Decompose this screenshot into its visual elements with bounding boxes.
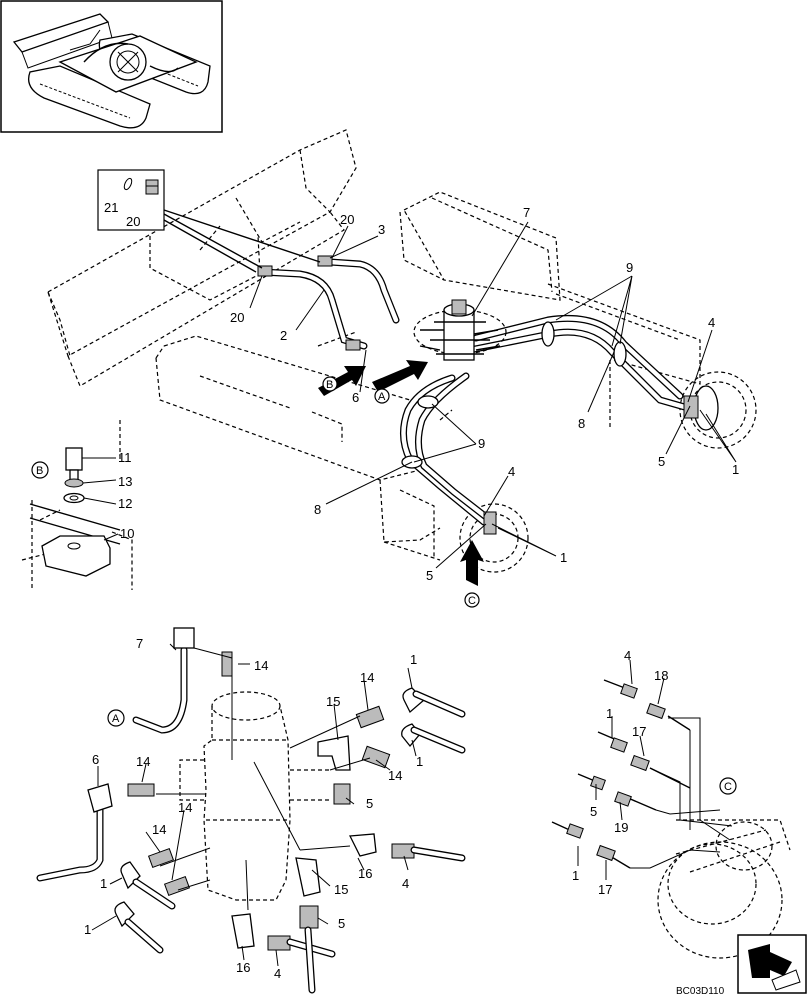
callout-5-detail-a-a: 5 [366, 796, 373, 811]
callout-5-lower: 5 [426, 568, 433, 583]
callout-7-detail-a: 7 [136, 636, 143, 651]
callout-15-a: 15 [326, 694, 340, 709]
swivel-joint [413, 299, 507, 361]
detail-c-motor [551, 659, 791, 959]
inset-callout-20: 20 [126, 214, 140, 229]
callout-18: 18 [654, 668, 668, 683]
inset-callout-21: 21 [104, 200, 118, 215]
callout-5-detail-c: 5 [590, 804, 597, 819]
view-a-letter: A [378, 391, 386, 403]
detail-a-letter: A [112, 713, 120, 725]
hose-fittings [257, 255, 699, 535]
callout-14-c: 14 [152, 822, 166, 837]
excavator-thumbnail [0, 0, 223, 133]
view-a-marker [374, 388, 390, 404]
detail-c-letter: C [724, 781, 732, 793]
callout-8-center: 8 [314, 502, 321, 517]
view-b-marker [322, 376, 338, 392]
callout-20-left: 20 [230, 310, 244, 325]
detail-a-swivel [36, 627, 466, 994]
callout-17-b: 17 [598, 882, 612, 897]
callout-14-f: 14 [388, 768, 402, 783]
callout-11: 11 [118, 450, 132, 465]
callout-16-b: 16 [236, 960, 250, 975]
callout-5-right: 5 [658, 454, 665, 469]
callout-1-lower: 1 [560, 550, 567, 565]
callout-2: 2 [280, 328, 287, 343]
callout-1-detail-c-b: 1 [572, 868, 579, 883]
callout-1-detail-a-b: 1 [416, 754, 423, 769]
callout-8-right: 8 [578, 416, 585, 431]
callout-4-detail-c: 4 [624, 648, 631, 663]
callout-19: 19 [614, 820, 628, 835]
callout-1-detail-a-a: 1 [410, 652, 417, 667]
main-leader-lines [249, 221, 737, 569]
detail-b-mount [21, 447, 133, 590]
callout-17-a: 17 [632, 724, 646, 739]
callout-1-detail-a-c: 1 [100, 876, 107, 891]
callout-9-right: 9 [626, 260, 633, 275]
callout-6-detail-a: 6 [92, 752, 99, 767]
callout-1-detail-a-d: 1 [84, 922, 91, 937]
callout-1-detail-c-a: 1 [606, 706, 613, 721]
detail-c-marker [719, 777, 737, 795]
view-c-letter: C [468, 595, 476, 607]
view-b-letter: B [326, 379, 333, 391]
callout-14-d: 14 [178, 800, 192, 815]
detail-a-marker [107, 709, 125, 727]
callout-9-center: 9 [478, 436, 485, 451]
callout-14-a: 14 [254, 658, 268, 673]
leader-fan [163, 209, 321, 273]
chassis-outline [47, 129, 757, 573]
orientation-arrow-icon [737, 934, 807, 994]
detail-b-marker [31, 461, 49, 479]
callout-12: 12 [118, 496, 132, 511]
callout-16-a: 16 [358, 866, 372, 881]
callout-7: 7 [523, 205, 530, 220]
view-c-marker [464, 592, 480, 608]
callout-13: 13 [118, 474, 132, 489]
callout-14-e: 14 [360, 670, 374, 685]
callout-6: 6 [352, 390, 359, 405]
callout-4-detail-a-b: 4 [274, 966, 281, 981]
callout-4-right: 4 [708, 315, 715, 330]
view-arrows [318, 360, 484, 586]
callout-14-b: 14 [136, 754, 150, 769]
callout-1-right: 1 [732, 462, 739, 477]
callout-10: 10 [120, 526, 134, 541]
callout-4-detail-a-a: 4 [402, 876, 409, 891]
callout-15-b: 15 [334, 882, 348, 897]
callout-5-detail-a-b: 5 [338, 916, 345, 931]
detail-b-letter: B [36, 465, 43, 477]
callout-4-lower: 4 [508, 464, 515, 479]
callout-3: 3 [378, 222, 385, 237]
hose-routing [258, 258, 692, 526]
callout-20-top: 20 [340, 212, 354, 227]
inset-parts-box [97, 169, 165, 231]
reference-code: BC03D110 [676, 986, 725, 997]
